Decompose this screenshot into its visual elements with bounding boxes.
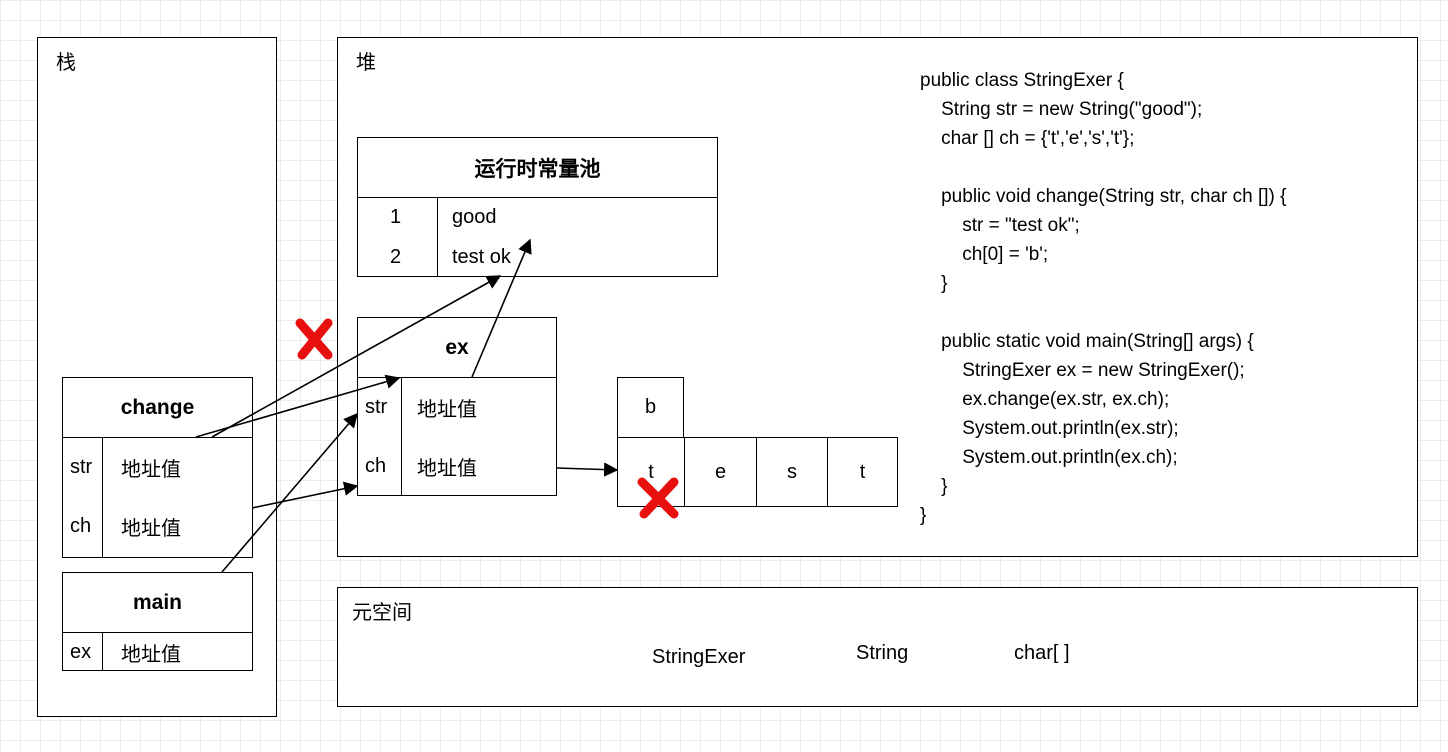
code-line: public void change(String str, char ch [… — [920, 186, 1287, 207]
code-line: System.out.println(ex.str); — [920, 418, 1179, 439]
ex-str-name: str — [365, 395, 388, 418]
main-frame-divider — [102, 633, 103, 670]
change-frame: change str 地址值 ch 地址值 — [62, 377, 253, 558]
code-line: } — [920, 476, 948, 497]
metaspace-title: 元空间 — [352, 602, 412, 624]
arrow-change-str-to-test-ok — [211, 275, 502, 438]
code-line: public class StringExer { — [920, 70, 1124, 91]
change-frame-title: change — [63, 378, 252, 438]
ex-object-divider — [401, 378, 402, 495]
metaspace-class-char-array: char[ ] — [1014, 641, 1070, 664]
metaspace-class-stringexer: StringExer — [652, 645, 746, 668]
arrow-main-ex-to-ex-str — [221, 412, 358, 573]
main-frame-title: main — [63, 573, 252, 633]
ex-str-value: 地址值 — [417, 398, 477, 421]
pool-value-1: good — [452, 205, 497, 228]
code-line: char [] ch = {'t','e','s','t'}; — [920, 128, 1135, 149]
pool-index-2: 2 — [390, 245, 402, 268]
code-line: } — [920, 505, 927, 526]
cross-mark-icon — [637, 477, 679, 519]
code-line: public static void main(String[] args) { — [920, 331, 1254, 352]
change-str-name: str — [70, 455, 93, 478]
constant-pool-title: 运行时常量池 — [358, 138, 717, 198]
code-line: str = "test ok"; — [920, 215, 1080, 236]
change-ch-name: ch — [70, 514, 92, 537]
ex-object-title: ex — [358, 318, 556, 378]
pool-index-1: 1 — [390, 205, 402, 228]
main-ex-value: 地址值 — [121, 643, 181, 666]
cross-mark-icon — [295, 318, 333, 360]
ex-object: ex str 地址值 ch 地址值 — [357, 317, 557, 496]
code-line: } — [920, 273, 948, 294]
arrow-change-ch-to-ex — [251, 481, 359, 509]
heap-title: 堆 — [356, 52, 376, 74]
char-array-cell-2: s — [757, 438, 828, 506]
char-array-cell-0: t — [618, 438, 685, 506]
ex-ch-value: 地址值 — [417, 457, 477, 480]
arrow-ex-ch-to-char-array — [556, 462, 619, 477]
code-line: ex.change(ex.str, ex.ch); — [920, 389, 1170, 410]
code-line: String str = new String("good"); — [920, 99, 1203, 120]
code-line: StringExer ex = new StringExer(); — [920, 360, 1245, 381]
code-line: ch[0] = 'b'; — [920, 244, 1049, 265]
arrow-ex-str-to-test-ok — [471, 238, 532, 378]
constant-pool: 运行时常量池 1 good 2 test ok — [357, 137, 718, 277]
change-frame-divider — [102, 438, 103, 557]
main-frame: main ex 地址值 — [62, 572, 253, 671]
char-array-cell-1: e — [685, 438, 757, 506]
constant-pool-divider — [437, 198, 438, 276]
code-block: public class StringExer { String str = n… — [920, 66, 1286, 530]
char-array-cell-3: t — [859, 460, 866, 483]
main-ex-name: ex — [70, 640, 92, 663]
code-line: System.out.println(ex.ch); — [920, 447, 1178, 468]
change-str-value: 地址值 — [121, 458, 181, 481]
metaspace-area: 元空间 StringExer String char[ ] — [337, 587, 1418, 707]
ex-ch-name: ch — [365, 454, 387, 477]
metaspace-class-string: String — [856, 641, 909, 664]
stack-title: 栈 — [56, 52, 76, 74]
change-ch-value: 地址值 — [121, 517, 181, 540]
pool-value-2: test ok — [452, 245, 511, 268]
